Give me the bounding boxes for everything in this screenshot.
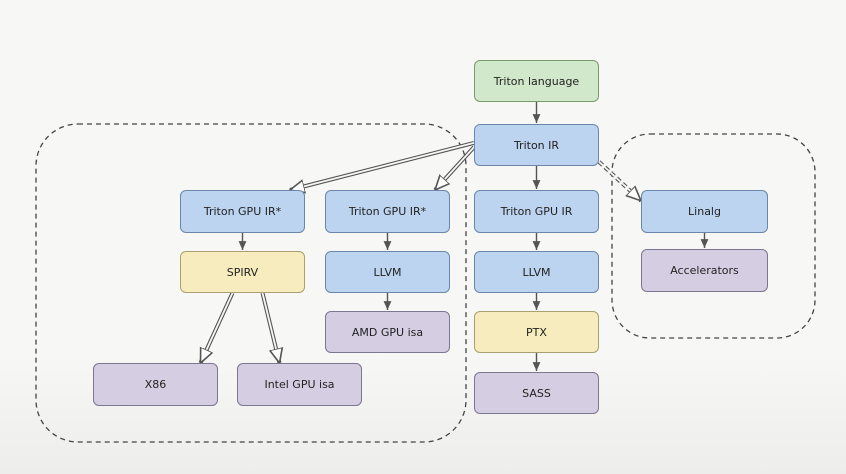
node-llvm-amd: LLVM [325,251,450,293]
node-linalg: Linalg [641,190,768,233]
node-spirv: SPIRV [180,251,305,293]
node-triton-ir: Triton IR [474,124,599,166]
node-sass: SASS [474,372,599,414]
node-llvm-nvidia: LLVM [474,251,599,293]
edge-spirv-to-x86 [198,292,235,363]
edge-triton-ir-to-triton-gpu-ir-amd [433,145,476,190]
node-ptx: PTX [474,311,599,353]
edge-triton-ir-to-triton-gpu-ir-intel [290,140,475,190]
intel-amd-group-outline [35,123,467,443]
linalg-group-outline [611,133,816,339]
node-triton-gpu-ir-nvidia: Triton GPU IR [474,190,599,233]
node-amd-gpu-isa: AMD GPU isa [325,311,450,353]
node-accelerators: Accelerators [641,249,768,292]
node-intel-gpu-isa: Intel GPU isa [237,363,362,406]
edge-spirv-to-intel-gpu-isa [260,292,280,363]
node-x86: X86 [93,363,218,406]
edge-triton-ir-to-linalg [597,160,641,203]
node-triton-gpu-ir-intel: Triton GPU IR* [180,190,305,233]
node-triton-gpu-ir-amd: Triton GPU IR* [325,190,450,233]
node-triton-language: Triton language [474,60,599,102]
